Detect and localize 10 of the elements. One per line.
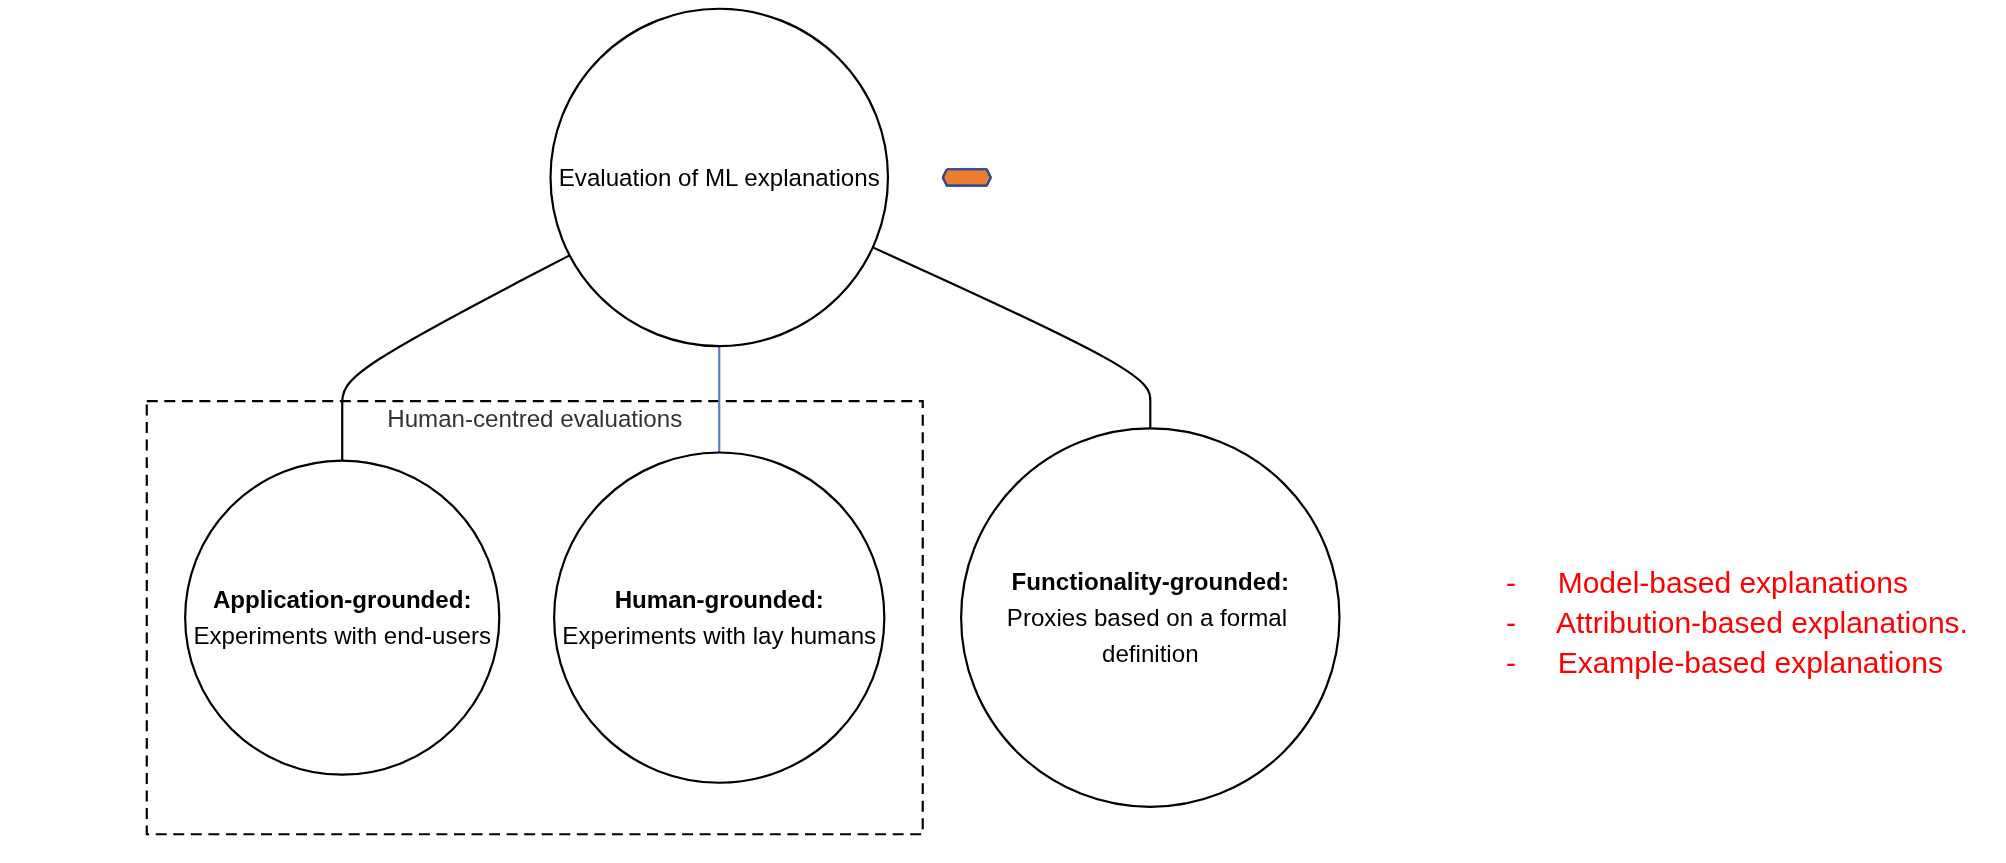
node-circle: Evaluation of ML explanations (549, 7, 889, 348)
explanation-type: - Model-based explanations (1506, 566, 1909, 600)
connector (718, 346, 721, 453)
node-circle: Application-grounded: Experiments with end-users (183, 459, 501, 776)
connector (872, 246, 1152, 429)
explanation-type: - Example-based explanations (1506, 646, 1944, 680)
explanation-type: - Attribution-based explanations. (1506, 606, 1969, 640)
node-circle: Human-grounded: Experiments with lay humans (552, 451, 886, 784)
node-circle: Functionality-grounded: Proxies based on a formal definition (959, 427, 1341, 808)
connector (341, 254, 570, 461)
